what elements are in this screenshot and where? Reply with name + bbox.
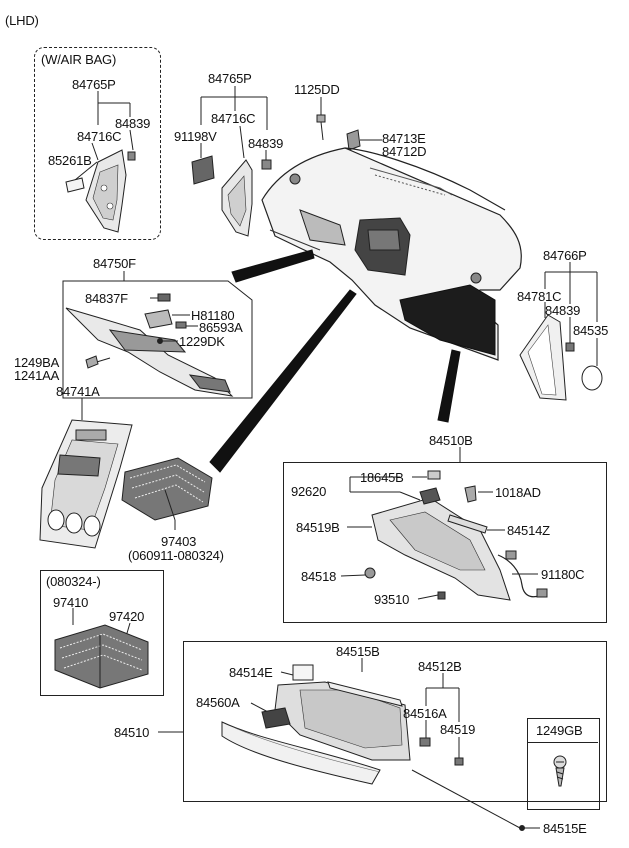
- part-label: 97410: [53, 595, 89, 610]
- part-label: 1249BA: [14, 355, 60, 370]
- part-label: 84839: [545, 303, 581, 318]
- airbag-box-frame: [34, 47, 161, 240]
- part-label: 84766P: [543, 248, 587, 263]
- right-cover-leader-lines: [544, 262, 598, 366]
- screw-icon: [553, 755, 567, 787]
- part-label: 84514Z: [507, 523, 550, 538]
- screw-box-frame: [527, 718, 600, 810]
- center-bezel-part: [39, 398, 133, 549]
- airbag-cover-part: [65, 149, 136, 233]
- airbag-box-title: (W/AIR BAG): [41, 52, 117, 67]
- part-label: 97420: [109, 609, 145, 624]
- part-label: 1241AA: [14, 368, 60, 383]
- lower-panel-frame: [62, 271, 253, 399]
- part-label: 1018AD: [495, 485, 541, 500]
- part-label: 1229DK: [179, 334, 225, 349]
- glovebox-leader-lines: [158, 658, 540, 829]
- vent-box-part: [54, 608, 149, 689]
- airbag-leader-lines: [74, 91, 134, 181]
- dashboard-part: [261, 147, 522, 361]
- part-label: 84516A: [403, 706, 447, 721]
- part-label: 84716C: [77, 129, 122, 144]
- part-label: 84839: [115, 116, 151, 131]
- housing-box-title: 84510B: [429, 433, 473, 448]
- connector-band-3: [437, 349, 461, 423]
- header-label: (LHD): [5, 13, 39, 28]
- part-label: 91180C: [541, 567, 585, 582]
- screw-box-divider: [527, 742, 598, 743]
- part-label: 84515E: [543, 821, 587, 836]
- part-label: H81180: [191, 308, 235, 323]
- part-label: 84716C: [211, 111, 256, 126]
- part-label: 84750F: [93, 256, 136, 271]
- upper-cover-leader-lines: [200, 86, 268, 160]
- connector-band-1: [231, 249, 315, 283]
- bolt-part: [316, 97, 382, 151]
- part-label: 84839: [248, 136, 284, 151]
- lower-panel-part: [65, 293, 234, 397]
- part-label: 84519: [440, 722, 476, 737]
- glovebox-part: [221, 664, 525, 831]
- part-label: 84518: [301, 569, 337, 584]
- part-label: 97403: [161, 534, 197, 549]
- vent-box-frame: [40, 570, 164, 696]
- part-label: 84837F: [85, 291, 128, 306]
- connector-band-2: [209, 289, 357, 473]
- part-label: 84515B: [336, 644, 380, 659]
- part-label: 84765P: [208, 71, 252, 86]
- part-label: 86593A: [199, 320, 243, 335]
- part-label: 84512B: [418, 659, 462, 674]
- part-label: 84765P: [72, 77, 116, 92]
- part-label: 85261B: [48, 153, 92, 168]
- vent-box-title: (080324-): [46, 574, 101, 589]
- part-label: 92620: [291, 484, 327, 499]
- glovebox-frame: [183, 641, 607, 802]
- housing-leader-lines: [340, 447, 538, 600]
- part-label: 18645B: [360, 470, 404, 485]
- part-label: 84535: [573, 323, 609, 338]
- part-label: 84519B: [296, 520, 340, 535]
- screw-box-title: 1249GB: [536, 723, 583, 738]
- part-label: 84514E: [229, 665, 273, 680]
- housing-box-frame: [283, 462, 607, 623]
- part-label: 84712D: [382, 144, 427, 159]
- part-label: (060911-080324): [128, 548, 224, 563]
- upper-cover-part: [191, 155, 272, 237]
- part-label: 93510: [374, 592, 410, 607]
- housing-part: [364, 470, 548, 601]
- part-label: 84781C: [517, 289, 562, 304]
- part-label: 84560A: [196, 695, 240, 710]
- part-label: 84713E: [382, 131, 426, 146]
- vent-97403-part: [121, 457, 213, 530]
- part-label: 1125DD: [294, 82, 340, 97]
- right-cover-part: [519, 314, 603, 401]
- part-label: 91198V: [174, 129, 217, 144]
- part-label: 84741A: [56, 384, 100, 399]
- part-label: 84510: [114, 725, 150, 740]
